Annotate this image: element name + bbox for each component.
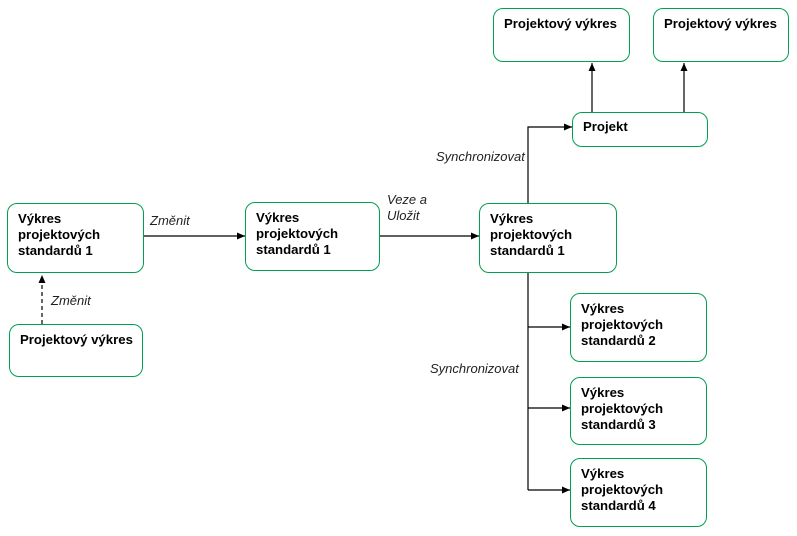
edge-label-zmenit-1: Změnit [150,213,190,228]
edge-label-synchronizovat-bottom: Synchronizovat [430,361,519,376]
node-vykres-standardu-1-middle: Výkres projektových standardů 1 [245,202,380,271]
node-label: Projekt [583,119,628,134]
node-label: Projektový výkres [664,16,777,31]
node-vykres-standardu-1-left: Výkres projektových standardů 1 [7,203,144,273]
node-label: Výkres projektových standardů 2 [581,301,664,348]
node-label: Projektový výkres [20,332,133,347]
node-label: Výkres projektových standardů 1 [18,211,101,258]
node-projektovy-vykres-source: Projektový výkres [9,324,143,377]
node-vykres-standardu-2: Výkres projektových standardů 2 [570,293,707,362]
edge-label-zmenit-2: Změnit [51,293,91,308]
node-label: Výkres projektových standardů 1 [256,210,339,257]
node-label: Projektový výkres [504,16,617,31]
edge-synchronizovat-to-project-arrow [527,123,572,203]
node-label: Výkres projektových standardů 1 [490,211,573,258]
node-vykres-standardu-4: Výkres projektových standardů 4 [570,458,707,527]
edge-label-synchronizovat-top: Synchronizovat [436,149,525,164]
node-projektovy-vykres-top-2: Projektový výkres [653,8,789,62]
edge-label-veze-a-ulozit: Veze a Uložit [387,192,427,223]
node-projekt: Projekt [572,112,708,147]
node-vykres-standardu-3: Výkres projektových standardů 3 [570,377,707,445]
node-vykres-standardu-1-right: Výkres projektových standardů 1 [479,203,617,273]
node-projektovy-vykres-top-1: Projektový výkres [493,8,630,62]
node-label: Výkres projektových standardů 3 [581,385,664,432]
node-label: Výkres projektových standardů 4 [581,466,664,513]
